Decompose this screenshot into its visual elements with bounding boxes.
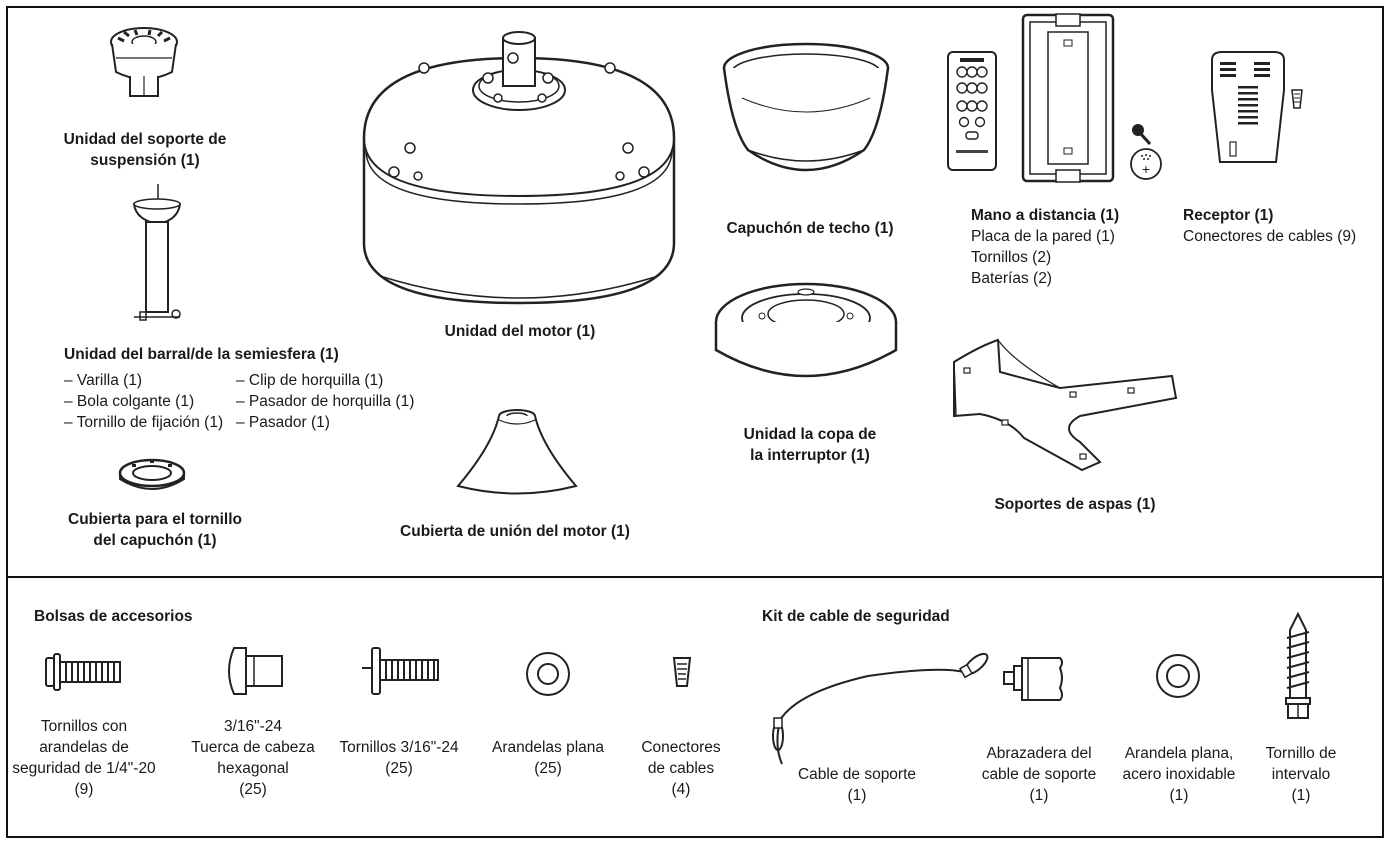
remote-title: Mano a distancia (1) [971,207,1120,224]
wall-plate-image [1020,12,1116,184]
safety-label-line: intervalo [1271,766,1331,783]
parts-frame [6,6,1384,838]
remote-item: Placa de la pared (1) [971,228,1115,245]
receiver-group: Receptor (1) Conectores de cables (9) [1183,205,1356,247]
safety-label-line: Arandela plana, [1124,745,1234,762]
accessory-label-line: (25) [534,760,562,777]
accessory-label-line: Conectores [641,739,721,756]
downrod-item: – Pasador de horquilla (1) [236,393,415,410]
downrod-list-left: – Varilla (1) – Bola colgante (1) – Torn… [64,370,223,433]
stainless-washer-icon [1154,652,1202,700]
screw-316-icon [358,646,442,696]
accessory-label-line: (25) [385,760,413,777]
accessory-label-line: 3/16"-24 [223,718,283,735]
lag-screw-icon [1280,612,1316,722]
accessory-label-line: hexagonal [217,760,289,777]
blade-brackets-image [940,332,1180,472]
downrod-image [124,180,188,330]
screws-batteries-image: + [1124,118,1168,188]
safety-label-line: Abrazadera del [986,745,1092,762]
downrod-item: – Tornillo de fijación (1) [64,414,224,431]
accessory-label-line: (4) [671,781,691,798]
motor-label: Unidad del motor (1) [444,323,596,340]
downrod-title: Unidad del barral/de la semiesfera (1) [64,346,339,363]
safety-label-line: (1) [1029,787,1049,804]
canopy-label: Capuchón de techo (1) [726,220,894,237]
remote-control-image [946,50,998,172]
flat-washer-icon [524,650,572,698]
canopy-screw-cover-image [116,455,188,495]
lock-washer-screw-icon [44,652,124,692]
safety-label-line: (1) [847,787,867,804]
accessory-label-line: (9) [74,781,94,798]
accessory-label-line: de cables [647,760,715,777]
accessory-bags-title: Bolsas de accesorios [34,608,193,625]
accessory-label-line: Arandelas plana [491,739,605,756]
canopy-screw-cover-label-line2: del capuchón (1) [93,532,217,549]
canopy-screw-cover-label-line1: Cubierta para el tornillo [68,511,242,528]
support-cable-icon [768,636,994,770]
remote-group: Mano a distancia (1) Placa de la pared (… [971,205,1119,289]
svg-text:+: + [1141,163,1150,176]
accessory-label-line: Tornillos con [40,718,128,735]
safety-label-line: (1) [1169,787,1189,804]
accessory-label-line: seguridad de 1/4"-20 [12,760,156,777]
hanger-bracket-image [104,14,184,104]
downrod-item: – Bola colgante (1) [64,393,195,410]
safety-label-line: Cable de soporte [797,766,917,783]
accessory-label-line: Tornillos 3/16"-24 [339,739,459,756]
downrod-item: – Clip de horquilla (1) [236,372,384,389]
section-divider [6,576,1384,578]
safety-kit-title: Kit de cable de seguridad [762,608,950,625]
safety-label-line: (1) [1291,787,1311,804]
motor-image [358,28,680,308]
downrod-item: – Varilla (1) [64,372,143,389]
accessory-label-line: arandelas de [39,739,129,756]
cable-clamp-icon [1002,654,1066,704]
blade-brackets-label: Soportes de aspas (1) [994,496,1156,513]
accessory-label-line: Tuerca de cabeza [191,739,315,756]
hex-nut-icon [222,646,286,696]
switch-cup-label-line2: la interruptor (1) [750,447,870,464]
safety-label-line: acero inoxidable [1122,766,1236,783]
wire-connector-icon [672,656,692,690]
coupling-cover-label: Cubierta de unión del motor (1) [400,523,630,540]
switch-cup-label-line1: Unidad la copa de [743,426,877,443]
hanger-bracket-label-line2: suspensión (1) [90,152,200,169]
hanger-bracket-label-line1: Unidad del soporte de [63,131,227,148]
canopy-image [718,40,894,190]
accessory-label-line: (25) [239,781,267,798]
receiver-title: Receptor (1) [1183,207,1274,224]
downrod-item: – Pasador (1) [236,414,330,431]
switch-cup-image [710,280,902,400]
receiver-item: Conectores de cables (9) [1183,228,1357,245]
safety-label-line: cable de soporte [981,766,1097,783]
downrod-list-right: – Clip de horquilla (1) – Pasador de hor… [236,370,414,433]
receiver-image [1208,50,1308,168]
coupling-cover-image [452,406,582,496]
remote-item: Baterías (2) [971,270,1052,287]
remote-item: Tornillos (2) [971,249,1052,266]
safety-label-line: Tornillo de [1265,745,1337,762]
